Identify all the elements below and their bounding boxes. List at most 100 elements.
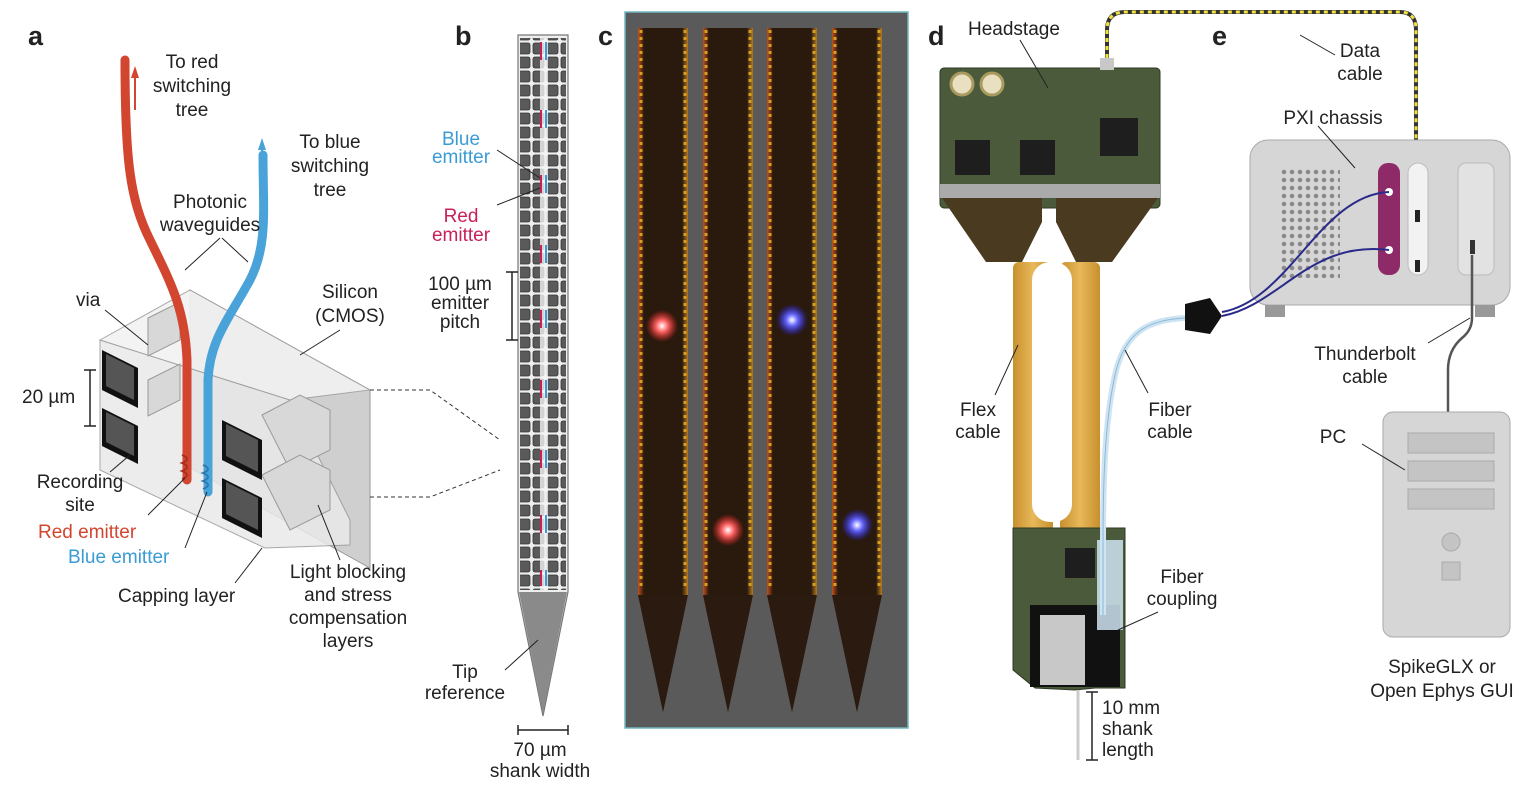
label-red-emitter: Red emitter [38,522,137,543]
label-blue-emitter-b-1: Blue [442,129,480,150]
label-pitch-1: 100 µm [428,274,492,295]
panel-letter-c: c [598,21,613,51]
label-blue-emitter: Blue emitter [68,547,170,568]
panel-b: b [425,21,590,782]
label-capping: Capping layer [118,586,236,607]
mounting-hole [949,71,975,97]
label-to-red-1: To red [166,52,219,73]
blue-waveguide [203,150,269,497]
panel-e: e Data cable PXI chass [1105,10,1514,702]
label-shank-2: shank [1102,719,1153,740]
label-shank-3: length [1102,740,1154,761]
label-light-2: and stress [304,585,392,606]
chip [1100,118,1138,156]
zoom-line [370,469,501,498]
flex-connector-right [1056,198,1158,262]
via-block [261,394,331,471]
recording-site [102,350,138,408]
red-waveguide [120,55,192,485]
label-data-1: Data [1340,41,1381,62]
label-fiber-1: Fiber [1148,400,1192,421]
panel-letter-a: a [28,21,44,51]
data-connector [1100,58,1114,70]
via-block [261,454,331,531]
chip [1020,140,1055,175]
thunderbolt-cable [1446,255,1474,415]
label-pxi: PXI chassis [1283,108,1382,129]
fiber-connector [1185,298,1222,334]
label-flex-1: Flex [960,400,996,421]
pxi-module-card [1378,163,1400,275]
label-waveguides-1: Photonic [173,192,247,213]
label-tip-2: reference [425,683,505,704]
panel-c: c [598,11,909,729]
label-width-2: shank width [490,761,590,782]
label-coupling-1: Fiber [1160,567,1204,588]
panel-letter-d: d [928,21,945,51]
recording-site [222,420,262,480]
shank-photo [638,28,688,712]
recording-site [222,478,262,538]
label-shank-1: 10 mm [1102,698,1160,719]
label-to-blue-1: To blue [299,132,360,153]
label-20um: 20 µm [22,387,75,408]
label-pitch-3: pitch [440,312,480,333]
label-light-3: compensation [289,608,407,629]
panel-letter-e: e [1212,21,1227,51]
chip [955,140,990,175]
label-pitch-2: emitter [431,293,490,314]
panel-letter-b: b [455,21,472,51]
label-data-2: cable [1337,64,1382,85]
label-tb-2: cable [1342,367,1387,388]
flex-connector-left [942,198,1042,262]
panel-a: a [22,21,501,652]
label-red-emitter-b-2: emitter [432,225,491,246]
label-via: via [76,290,101,311]
label-tip-1: Tip [452,662,478,683]
label-sw-1: SpikeGLX or [1388,657,1496,678]
label-red-emitter-b-1: Red [444,206,479,227]
recording-site [102,408,138,464]
zoom-line [370,389,501,441]
via-block [147,301,181,357]
label-silicon-1: Silicon [322,282,378,303]
label-blue-emitter-b-2: emitter [432,147,491,168]
chip [1065,548,1095,578]
label-flex-2: cable [955,422,1000,443]
label-silicon-2: (CMOS) [315,306,385,327]
label-waveguides-2: waveguides [159,215,260,236]
label-to-blue-2: switching [291,156,369,177]
label-sw-2: Open Ephys GUI [1370,681,1514,702]
power-button-icon [1441,532,1461,552]
up-arrow-blue-head-icon [258,138,266,150]
headstage-pcb [939,67,1161,209]
label-coupling-2: coupling [1147,589,1218,610]
via-block [147,363,181,417]
up-arrow-red-head-icon [131,66,139,78]
red-emitter-grating [179,454,188,480]
label-light-4: layers [323,631,374,652]
shank-photo [832,28,882,712]
vent-grid [1280,168,1340,278]
label-headstage: Headstage [968,19,1060,40]
shank-photo [703,28,753,712]
sync-cable [1221,247,1390,317]
label-recording-2: site [65,495,95,516]
shank-photo [767,28,817,712]
tip-reference [519,592,567,714]
emitter-column [540,42,547,586]
pcb-connector [940,184,1160,198]
label-fiber-2: cable [1147,422,1192,443]
pxi-controller [1457,162,1495,276]
label-to-red-2: switching [153,76,231,97]
blue-emitter-grating [200,464,209,490]
label-light-1: Light blocking [290,562,406,583]
label-width-1: 70 µm [513,740,566,761]
label-pc: PC [1320,427,1346,448]
label-tb-1: Thunderbolt [1314,344,1416,365]
mounting-hole [979,71,1005,97]
label-to-blue-3: tree [314,180,347,201]
label-recording-1: Recording [37,472,124,493]
label-to-red-3: tree [176,100,209,121]
